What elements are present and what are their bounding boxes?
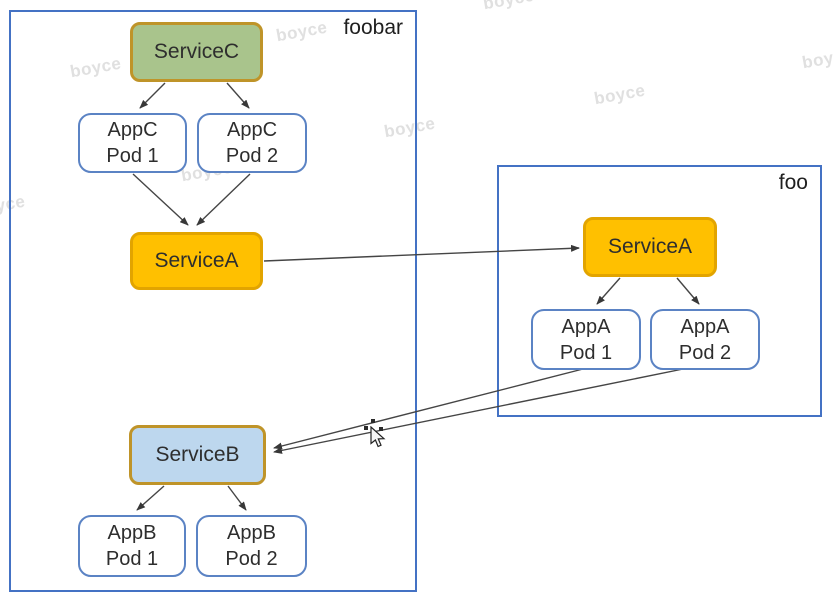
- node-appa-pod1-line1: AppA: [561, 315, 611, 338]
- node-service-a-foo[interactable]: ServiceA: [583, 217, 717, 277]
- node-appc-pod1-line1: AppC: [107, 119, 158, 141]
- node-service-c-label: ServiceC: [153, 40, 240, 63]
- node-appa-pod1-line2: Pod 1: [559, 341, 613, 364]
- watermark: boyce: [592, 80, 647, 109]
- node-appa-pod2-line2: Pod 2: [678, 341, 732, 364]
- node-service-b-label: ServiceB: [155, 443, 240, 466]
- cluster-foobar-label: foobar: [343, 16, 403, 39]
- cluster-foobar: foobar: [9, 10, 417, 592]
- node-appb-pod2-line2: Pod 2: [225, 548, 278, 570]
- node-appc-pod1[interactable]: AppC Pod 1: [78, 113, 187, 173]
- node-appb-pod1[interactable]: AppB Pod 1: [78, 515, 186, 577]
- node-service-b[interactable]: ServiceB: [129, 425, 266, 485]
- connector-handle[interactable]: [379, 427, 383, 431]
- node-appa-pod1[interactable]: AppA Pod 1: [531, 309, 641, 370]
- node-appb-pod2[interactable]: AppB Pod 2: [196, 515, 307, 577]
- connector-handle[interactable]: [364, 426, 368, 430]
- cluster-foo-label: foo: [778, 171, 808, 194]
- node-appc-pod2[interactable]: AppC Pod 2: [197, 113, 307, 173]
- node-appa-pod2[interactable]: AppA Pod 2: [650, 309, 760, 370]
- node-service-c[interactable]: ServiceC: [130, 22, 263, 82]
- connector-handle[interactable]: [371, 419, 375, 423]
- node-service-a-foobar[interactable]: ServiceA: [130, 232, 263, 290]
- watermark: boyce: [482, 0, 536, 14]
- node-appb-pod1-line1: AppB: [107, 522, 157, 544]
- node-service-a-foobar-label: ServiceA: [154, 249, 239, 272]
- cluster-foo: foo: [497, 165, 822, 417]
- watermark: boyce: [800, 44, 834, 73]
- node-appb-pod1-line2: Pod 1: [105, 548, 159, 570]
- node-appc-pod1-line2: Pod 1: [106, 145, 159, 167]
- node-appa-pod2-line1: AppA: [680, 315, 730, 338]
- node-appb-pod2-line1: AppB: [227, 522, 276, 544]
- node-service-a-foo-label: ServiceA: [607, 235, 693, 258]
- node-appc-pod2-line1: AppC: [226, 119, 278, 141]
- node-appc-pod2-line2: Pod 2: [225, 145, 279, 167]
